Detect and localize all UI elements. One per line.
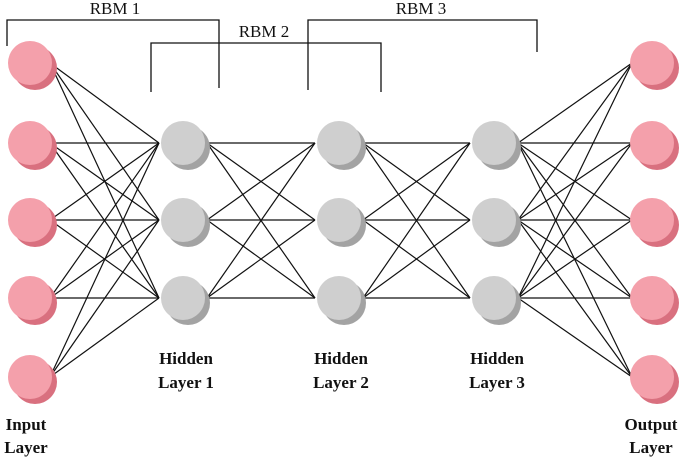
output-node-circle (630, 198, 674, 242)
connection-input-4-to-hidden-1-2 (49, 297, 160, 378)
connection-hidden-3-0-to-output-0 (517, 62, 633, 144)
hidden-2-node-2 (317, 198, 366, 247)
connection-hidden-3-2-to-output-2 (517, 219, 633, 299)
output-node-4 (630, 276, 679, 325)
connection-input-0-to-hidden-1-2 (49, 62, 160, 299)
connection-input-0-to-hidden-1-0 (49, 62, 160, 144)
hidden-3-node-1 (472, 121, 521, 170)
hidden-2-node-circle (317, 121, 361, 165)
hidden-3-node-2 (472, 198, 521, 247)
output-node-1 (630, 41, 679, 90)
hidden-3-node-circle (472, 276, 516, 320)
connection-input-4-to-hidden-1-1 (49, 219, 160, 378)
output-layer-label-line1: Output (625, 415, 678, 434)
hidden-1-node-3 (161, 276, 210, 325)
hidden-layer-1-label-line1: Hidden (159, 349, 213, 368)
connection-hidden-3-2-to-output-0 (517, 62, 633, 299)
hidden-layer-2-label-line2: Layer 2 (313, 373, 369, 392)
rbm-3-bracket (307, 19, 538, 90)
hidden-1-node-circle (161, 121, 205, 165)
rbm-1-bracket (6, 19, 220, 88)
input-node-3 (8, 198, 57, 247)
output-layer-label-line2: Layer (629, 438, 673, 457)
hidden-1-node-2 (161, 198, 210, 247)
output-node-2 (630, 121, 679, 170)
connection-hidden-1-2-to-hidden-2-0 (206, 142, 316, 299)
hidden-layer-3-label-line1: Hidden (470, 349, 524, 368)
input-layer-label-line2: Layer (4, 438, 48, 457)
connection-hidden-3-2-to-output-4 (517, 297, 633, 378)
input-node-circle (8, 355, 52, 399)
hidden-2-node-circle (317, 276, 361, 320)
hidden-2-node-1 (317, 121, 366, 170)
rbm-2-label: RBM 2 (239, 22, 290, 41)
output-node-circle (630, 121, 674, 165)
connection-input-4-to-hidden-1-0 (49, 142, 160, 378)
connection-input-2-to-hidden-1-0 (49, 142, 160, 221)
connection-hidden-3-0-to-output-4 (517, 142, 633, 378)
rbm-3-label: RBM 3 (396, 0, 447, 18)
connection-hidden-3-2-to-output-1 (517, 142, 633, 299)
hidden-2-node-circle (317, 198, 361, 242)
hidden-1-node-circle (161, 198, 205, 242)
input-node-2 (8, 121, 57, 170)
hidden-3-node-circle (472, 121, 516, 165)
input-node-circle (8, 198, 52, 242)
output-node-5 (630, 355, 679, 404)
input-node-1 (8, 41, 57, 90)
output-node-circle (630, 276, 674, 320)
output-node-3 (630, 198, 679, 247)
input-node-4 (8, 276, 57, 325)
connection-hidden-2-1-to-hidden-3-0 (362, 142, 471, 221)
input-node-5 (8, 355, 57, 404)
rbm-1-label: RBM 1 (90, 0, 141, 18)
hidden-3-node-3 (472, 276, 521, 325)
connection-hidden-1-1-to-hidden-2-0 (206, 142, 316, 221)
hidden-1-node-1 (161, 121, 210, 170)
connection-hidden-3-1-to-output-0 (517, 62, 633, 221)
hidden-layer-2-label-line1: Hidden (314, 349, 368, 368)
hidden-1-node-circle (161, 276, 205, 320)
hidden-layer-3-label-line2: Layer 3 (469, 373, 525, 392)
rbm-brackets: RBM 1 RBM 2 RBM 3 (6, 0, 538, 92)
input-node-circle (8, 41, 52, 85)
hidden-3-node-circle (472, 198, 516, 242)
connection-hidden-2-2-to-hidden-3-0 (362, 142, 471, 299)
neurons (8, 41, 679, 404)
connections (49, 62, 633, 378)
output-node-circle (630, 355, 674, 399)
hidden-layer-1-label-line2: Layer 1 (158, 373, 214, 392)
connection-input-0-to-hidden-1-1 (49, 62, 160, 221)
input-layer-label-line1: Input (6, 415, 47, 434)
connection-input-3-to-hidden-1-0 (49, 142, 160, 299)
hidden-2-node-3 (317, 276, 366, 325)
output-node-circle (630, 41, 674, 85)
connection-hidden-1-2-to-hidden-2-1 (206, 219, 316, 299)
connection-hidden-2-2-to-hidden-3-1 (362, 219, 471, 299)
rbm-2-bracket (150, 42, 382, 92)
input-node-circle (8, 121, 52, 165)
input-node-circle (8, 276, 52, 320)
layer-labels: Input Layer Hidden Layer 1 Hidden Layer … (4, 349, 678, 457)
